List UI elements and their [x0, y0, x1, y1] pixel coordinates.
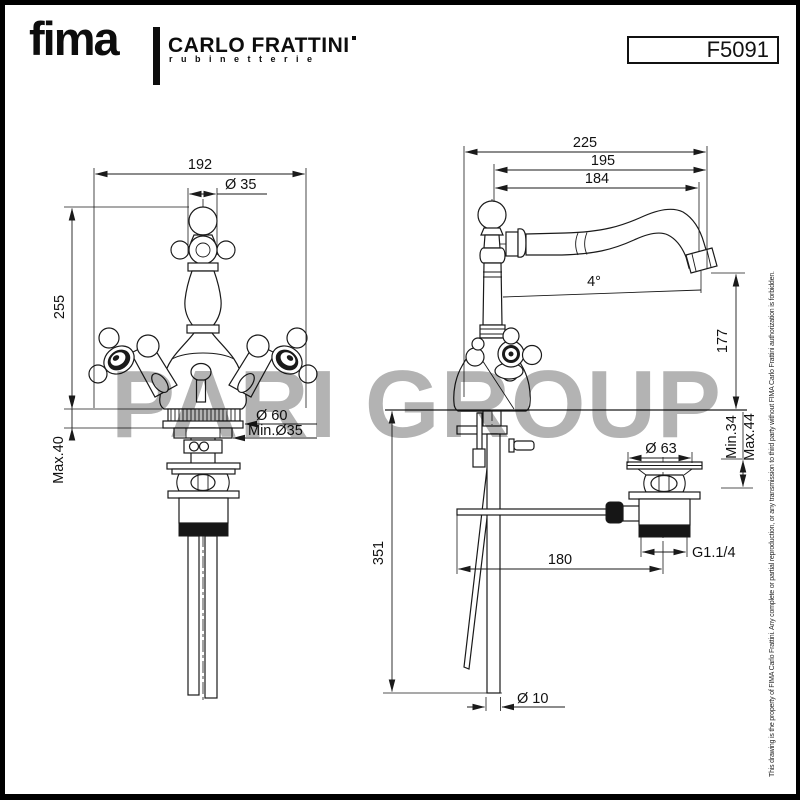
dim-height: 255 — [52, 295, 68, 319]
dim-waste-offset: 180 — [548, 552, 572, 568]
brand-name-text: CARLO FRATTINI — [168, 34, 350, 57]
dim-spout-reach-outer: 195 — [591, 153, 615, 169]
side-view-dimensions: 225 195 184 4° 177 Min.34 Max.44 Ø 63 — [371, 135, 758, 711]
dim-supply-pipe-dia: Ø 10 — [517, 691, 548, 707]
dim-deck-min: Min.34 — [724, 415, 740, 459]
registered-mark-dot — [351, 36, 356, 40]
logo-divider-bar — [153, 27, 160, 85]
brand-subtitle: rubinetterie — [169, 54, 321, 64]
dim-waste-flange-dia: Ø 63 — [645, 441, 676, 457]
front-view-drawing — [88, 199, 318, 703]
side-view-drawing — [453, 199, 718, 694]
dim-overall-width: 192 — [188, 157, 212, 173]
dim-deck-thickness: Max.40 — [51, 436, 67, 484]
dim-spout-reach: 184 — [585, 171, 609, 187]
dim-min-hole-dia: Min.Ø35 — [248, 423, 303, 439]
front-view-dimensions: 192 Ø 35 255 Max.40 Ø 60 Min.Ø35 — [51, 157, 317, 484]
fima-logo: fima — [29, 12, 120, 65]
product-code-box: F5091 — [627, 36, 779, 64]
dim-waste-thread: G1.1/4 — [692, 545, 736, 561]
dim-supply-length: 351 — [371, 541, 387, 565]
dim-spout-height: 177 — [715, 329, 731, 353]
dim-overall-depth: 225 — [573, 135, 597, 151]
product-code: F5091 — [706, 37, 769, 62]
dim-spout-angle: 4° — [587, 274, 601, 290]
dim-base-dia: Ø 60 — [256, 408, 287, 424]
brand-name: CARLO FRATTINI — [168, 34, 356, 58]
dim-deck-max: Max.44 — [742, 413, 758, 461]
faucet-technical-drawing: 192 Ø 35 255 Max.40 Ø 60 Min.Ø35 — [51, 135, 758, 711]
dim-spout-head-dia: Ø 35 — [225, 177, 256, 193]
copyright-notice: This drawing is the property of FIMA Car… — [769, 271, 776, 777]
